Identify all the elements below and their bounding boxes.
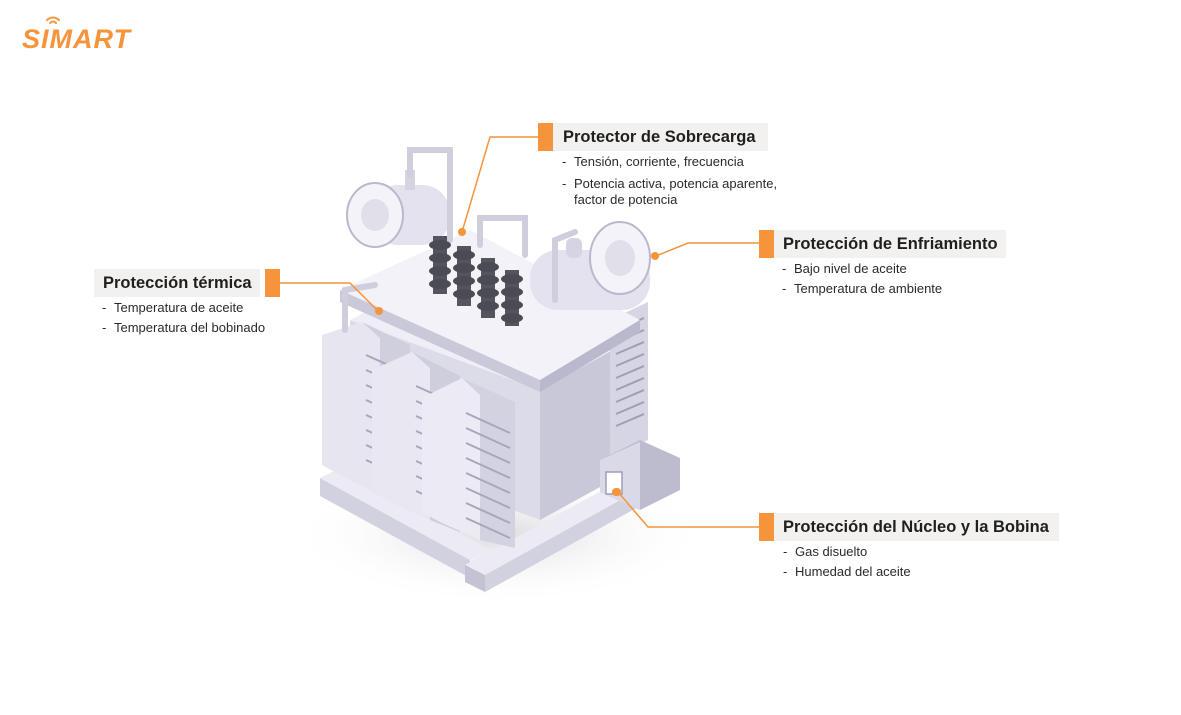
item-sobrecarga-1: Tensión, corriente, frecuencia [562,152,777,172]
item-sobrecarga-3: factor de potencia [574,192,678,207]
list-nucleo: Gas disuelto Humedad del aceite [783,542,911,582]
item-enfriamiento-1: Bajo nivel de aceite [782,259,942,279]
leader-enfriamiento [655,242,760,257]
conservator-right [530,221,651,310]
dot-nucleo [613,488,621,496]
leader-sobrecarga [461,136,540,233]
simart-logo: SIMART [22,16,133,54]
front-radiators [322,322,515,548]
title-sobrecarga: Protector de Sobrecarga [563,128,756,146]
marker-termica [265,269,280,297]
dot-sobrecarga [458,228,466,236]
item-sobrecarga-2: Potencia activa, potencia aparente, [562,176,777,192]
list-termica: Temperatura de aceite Temperatura del bo… [102,298,265,338]
list-sobrecarga: Tensión, corriente, frecuencia Potencia … [562,152,777,208]
item-nucleo-2: Humedad del aceite [783,562,911,582]
label-termica: Protección térmica [94,269,260,297]
pipes [342,147,578,333]
marker-enfriamiento [759,230,774,258]
leader-dots [375,228,659,496]
leader-termica [280,282,379,312]
title-termica: Protección térmica [103,274,252,292]
item-enfriamiento-2: Temperatura de ambiente [782,279,942,299]
marker-nucleo [759,513,774,541]
item-termica-1: Temperatura de aceite [102,298,265,318]
list-enfriamiento: Bajo nivel de aceite Temperatura de ambi… [782,259,942,299]
bushings [429,236,523,326]
conservator-left [346,170,450,248]
label-sobrecarga: Protector de Sobrecarga [553,123,768,151]
label-enfriamiento: Protección de Enfriamiento [774,230,1006,258]
item-nucleo-1: Gas disuelto [783,542,911,562]
wifi-icon [46,16,60,24]
dot-enfriamiento [651,252,659,260]
logo-wordmark: SIMART [22,24,133,54]
leader-nucleo [617,491,760,528]
marker-sobrecarga [538,123,553,151]
label-nucleo: Protección del Núcleo y la Bobina [774,513,1059,541]
title-enfriamiento: Protección de Enfriamiento [783,235,998,253]
dot-termica [375,307,383,315]
item-termica-2: Temperatura del bobinado [102,318,265,338]
title-nucleo: Protección del Núcleo y la Bobina [783,518,1049,536]
leader-lines [280,136,760,528]
